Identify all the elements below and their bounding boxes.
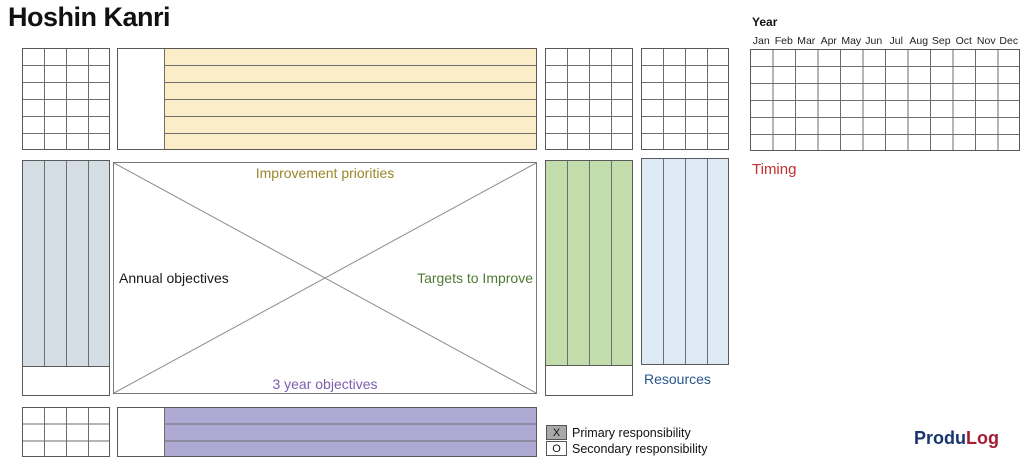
secondary-legend-row: O Secondary responsibility [546, 441, 708, 456]
produlog-logo: ProduLog [914, 428, 999, 449]
three-year-objectives-grid [117, 407, 537, 457]
resources-label: Resources [644, 371, 711, 387]
month-label: Aug [909, 35, 929, 47]
improvement-priorities-label: Improvement priorities [255, 165, 395, 181]
targets-columns [545, 160, 633, 366]
timing-grid [750, 49, 1020, 151]
targets-columns-footer-row [545, 365, 633, 396]
annual-objectives-label: Annual objectives [119, 270, 229, 286]
primary-symbol-box: X [546, 425, 567, 440]
month-label: Feb [774, 35, 793, 47]
secondary-legend-label: Secondary responsibility [572, 441, 708, 456]
improvement-fill-area [164, 49, 536, 149]
month-label: Nov [976, 35, 996, 47]
three-year-objectives-label: 3 year objectives [272, 376, 378, 392]
x-matrix-diagonals [114, 163, 536, 393]
top-correlation-grid-1 [545, 48, 633, 150]
month-label: Jun [865, 35, 883, 47]
month-label: Oct [955, 35, 972, 47]
year-label: Year [752, 15, 778, 29]
timing-label: Timing [752, 161, 797, 178]
month-label: Mar [797, 35, 816, 47]
page-title: Hoshin Kanri [8, 2, 171, 32]
primary-legend-label: Primary responsibility [572, 425, 691, 440]
logo-text-produ: Produ [914, 428, 966, 448]
responsibility-legend: X Primary responsibility O Secondary res… [546, 425, 708, 456]
primary-legend-row: X Primary responsibility [546, 425, 708, 440]
annual-objectives-columns [22, 160, 110, 367]
top-left-grid [22, 48, 110, 150]
bottom-left-grid [22, 407, 110, 457]
improvement-row-header-column [118, 49, 164, 149]
resources-columns [641, 158, 729, 365]
secondary-symbol-box: O [546, 441, 567, 456]
objectives-fill-area [164, 408, 536, 456]
month-label: Apr [820, 35, 837, 47]
month-label: Jan [752, 35, 770, 47]
logo-text-log: Log [966, 428, 999, 448]
top-correlation-grid-2 [641, 48, 729, 150]
month-label: Jul [889, 35, 903, 47]
objectives-row-header-column [118, 408, 164, 456]
month-label: Sep [931, 35, 951, 47]
targets-to-improve-label: Targets to Improve [417, 270, 533, 286]
month-label: Dec [999, 35, 1019, 47]
x-matrix: Improvement priorities Annual objectives… [113, 162, 537, 394]
improvement-priorities-grid [117, 48, 537, 150]
month-label: May [841, 35, 862, 47]
annual-columns-footer-row [22, 366, 110, 396]
